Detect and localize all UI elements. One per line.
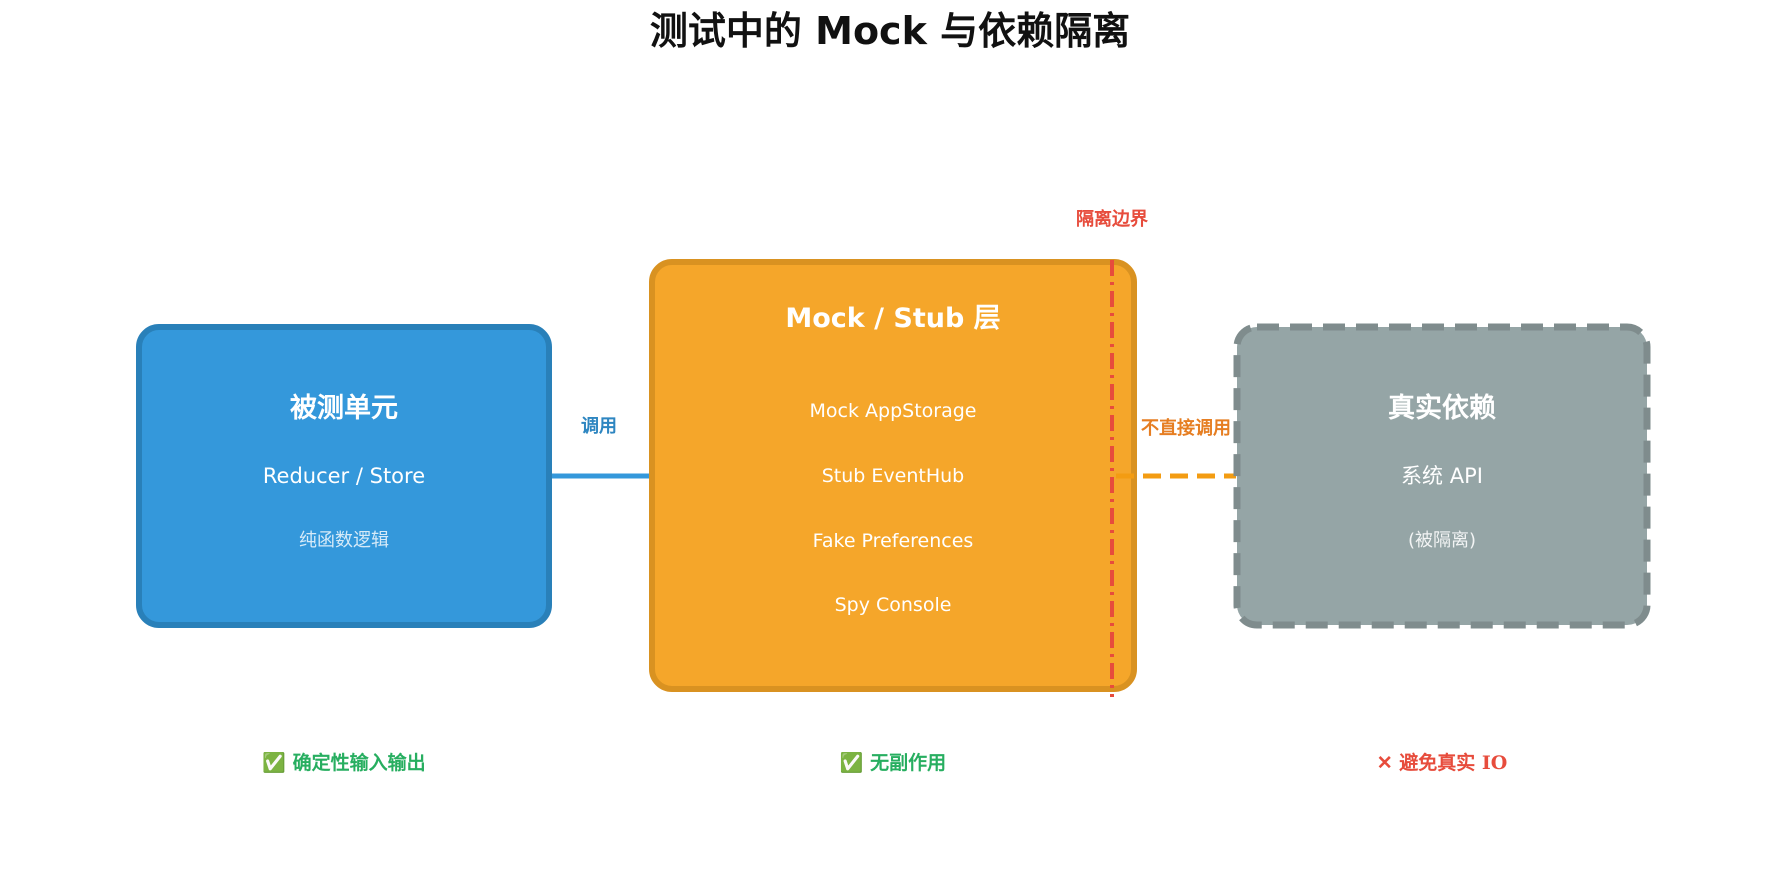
isolation-boundary: 隔离边界 [1076, 208, 1148, 697]
real-box-shape [1233, 323, 1651, 629]
indirect-arrow-label: 不直接调用 [1141, 417, 1231, 439]
isolation-boundary-label: 隔离边界 [1076, 208, 1148, 230]
unit-under-test-box: 被测单元 Reducer / Store 纯函数逻辑 [136, 324, 552, 628]
footer-mock-label: ✅ 无副作用 [840, 751, 946, 774]
footer-real-label: ✕ 避免真实 IO [1377, 751, 1508, 774]
real-box-line2: (被隔离) [1408, 530, 1476, 551]
real-box-line1: 系统 API [1401, 464, 1483, 488]
unit-box-line1: Reducer / Store [263, 464, 425, 488]
footer-unit-label: ✅ 确定性输入输出 [262, 751, 425, 774]
real-box-title: 真实依赖 [1388, 392, 1496, 424]
unit-box-line2: 纯函数逻辑 [299, 530, 389, 551]
unit-box-title: 被测单元 [290, 393, 398, 424]
real-dependency-box: 真实依赖 系统 API (被隔离) [1233, 323, 1651, 629]
mock-box-title: Mock / Stub 层 [785, 303, 1000, 334]
mock-item: Mock AppStorage [810, 400, 977, 422]
unit-box-shape [136, 324, 552, 628]
mock-item: Stub EventHub [822, 465, 964, 487]
mock-item: Fake Preferences [813, 530, 974, 552]
mock-stub-layer-box: Mock / Stub 层 Mock AppStorage Stub Event… [649, 259, 1137, 692]
mock-item: Spy Console [835, 594, 952, 616]
call-arrow-label: 调用 [581, 416, 617, 437]
diagram-title: 测试中的 Mock 与依赖隔离 [650, 9, 1130, 53]
